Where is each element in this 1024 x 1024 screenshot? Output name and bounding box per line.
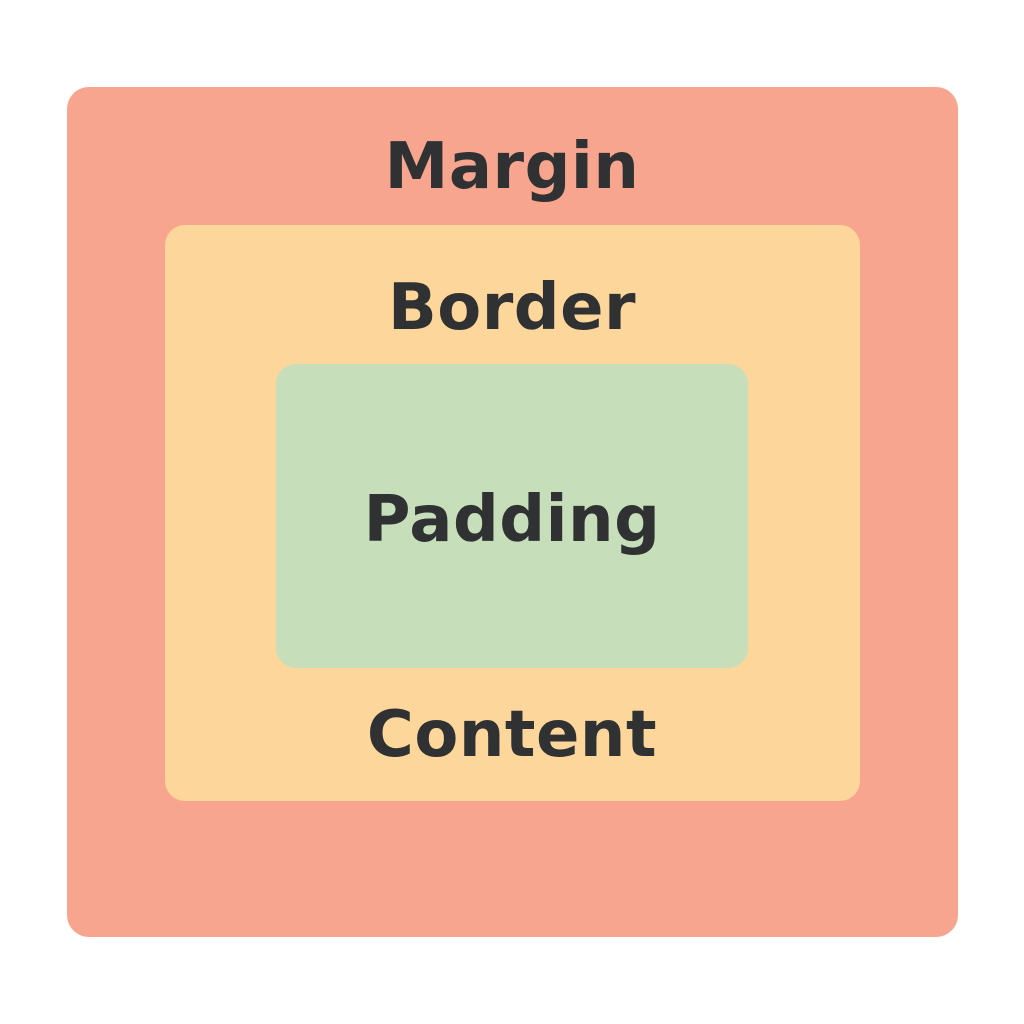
content-label: Content <box>366 698 658 772</box>
padding-box <box>276 364 748 668</box>
border-label: Border <box>387 271 637 345</box>
margin-label: Margin <box>384 130 640 204</box>
padding-label: Padding <box>363 483 661 557</box>
